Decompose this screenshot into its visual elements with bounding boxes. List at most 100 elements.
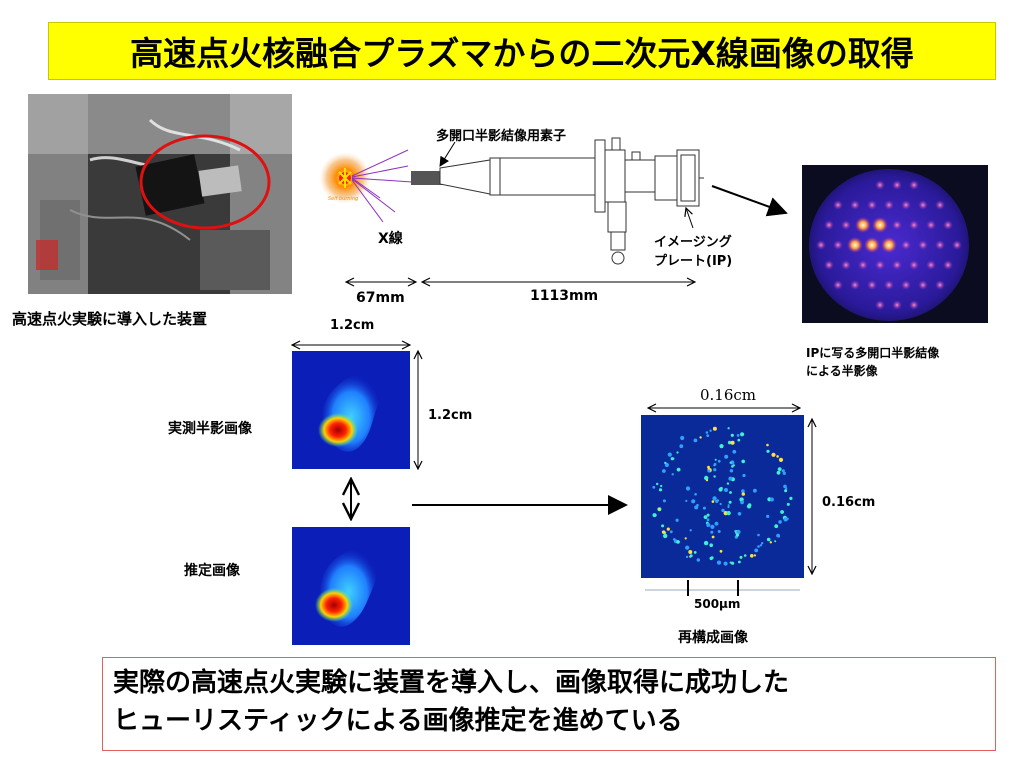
ip-spot: [875, 260, 885, 270]
recon-speckle: [693, 551, 697, 554]
recon-speckle: [769, 497, 774, 502]
recon-speckle: [757, 545, 760, 548]
recon-speckle: [666, 527, 670, 531]
ip-spot: [909, 300, 919, 310]
recon-speckle: [673, 538, 676, 541]
recon-speckle: [699, 436, 702, 439]
ip-spot: [884, 280, 894, 290]
recon-speckle: [719, 502, 722, 506]
xray-label: X線: [378, 231, 403, 247]
ip-spot: [909, 220, 919, 230]
recon-speckle: [726, 482, 730, 485]
recon-speckle: [761, 542, 764, 545]
recon-speckle: [718, 487, 723, 492]
recon-speckle: [719, 549, 723, 553]
recon-speckle: [685, 499, 688, 502]
recon-speckle: [669, 530, 673, 534]
recon-speckle: [658, 488, 663, 492]
recon-speckle: [711, 500, 715, 503]
recon-speckle: [705, 479, 709, 482]
recon-speckle: [737, 438, 741, 442]
recon-speckle: [740, 432, 745, 437]
estimated-caption: 推定画像: [184, 563, 240, 579]
recon-speckle: [664, 461, 667, 465]
recon-speckle: [753, 554, 757, 557]
recon-speckle: [713, 475, 716, 478]
ip-spot: [881, 237, 897, 253]
recon-speckle: [727, 427, 730, 430]
recon-speckle: [743, 554, 747, 557]
recon-speckle: [730, 433, 734, 437]
ip-spot: [892, 300, 902, 310]
apparatus-photo: [28, 94, 292, 294]
recon-speckle: [766, 443, 769, 447]
recon-speckle: [724, 454, 729, 459]
ip-spot: [901, 240, 911, 250]
recon-speckle: [727, 505, 730, 509]
recon-speckle: [689, 529, 692, 532]
recon-speckle: [709, 543, 713, 547]
mask-label: 多開口半影結像用素子: [436, 129, 567, 144]
mask-element: [411, 171, 443, 185]
recon-speckle: [731, 561, 735, 565]
recon-width-label: 0.16cm: [700, 386, 757, 404]
recon-speckle: [711, 535, 715, 539]
ip-spot: [892, 220, 902, 230]
recon-height-label: 0.16cm: [822, 495, 876, 510]
ip-spot: [855, 217, 871, 233]
recon-speckle: [753, 488, 757, 493]
ip-spot: [918, 200, 928, 210]
recon-speckle: [715, 499, 719, 503]
recon-speckle: [709, 556, 713, 561]
recon-speckle: [667, 452, 672, 457]
recon-speckle: [741, 489, 745, 493]
recon-speckle: [736, 434, 740, 437]
recon-speckle: [776, 470, 781, 475]
recon-speckle: [750, 554, 754, 558]
setup-diagram: [319, 137, 788, 282]
recon-speckle: [774, 540, 777, 543]
recon-speckle: [729, 461, 732, 464]
recon-speckle: [704, 475, 709, 481]
ip-spot: [867, 280, 877, 290]
recon-speckle: [693, 438, 698, 443]
recon-speckle: [663, 533, 668, 539]
ip-spot: [926, 220, 936, 230]
dist-short-label: 67mm: [356, 290, 405, 306]
summary-line-1: 実際の高速点火実験に装置を導入し、画像取得に成功した: [113, 668, 790, 698]
recon-speckle: [710, 530, 714, 534]
ip-spot: [935, 240, 945, 250]
recon-speckle: [706, 518, 710, 522]
recon-speckle: [759, 544, 763, 547]
recon-scale-label: 500µm: [694, 597, 741, 611]
recon-speckle: [685, 486, 691, 491]
measured-caption: 実測半影画像: [168, 421, 252, 437]
ip-spot: [867, 200, 877, 210]
ip-spot: [935, 200, 945, 210]
recon-speckle: [694, 493, 697, 496]
ip-image: [802, 165, 988, 323]
measured-width-label: 1.2cm: [330, 318, 375, 333]
ip-spot: [943, 220, 953, 230]
recon-speckle: [713, 468, 717, 472]
recon-speckle: [736, 529, 741, 535]
recon-speckle: [661, 524, 665, 528]
recon-speckle: [703, 540, 709, 546]
recon-speckle: [709, 429, 712, 432]
ip-spot: [858, 260, 868, 270]
recon-speckle: [783, 484, 787, 489]
recon-speckle: [728, 500, 732, 504]
recon-speckle: [652, 513, 657, 518]
arrow-to-ip-image: [711, 185, 788, 217]
dist-long-label: 1113mm: [530, 288, 599, 304]
recon-speckle: [707, 465, 710, 469]
ip-label-line1: イメージング: [654, 235, 732, 250]
ip-spot: [901, 200, 911, 210]
reconstructed-image: [641, 415, 804, 578]
recon-speckle: [680, 435, 685, 441]
recon-speckle: [713, 462, 717, 466]
recon-speckle: [757, 533, 760, 537]
ip-spot: [918, 240, 928, 250]
recon-speckle: [782, 471, 786, 475]
